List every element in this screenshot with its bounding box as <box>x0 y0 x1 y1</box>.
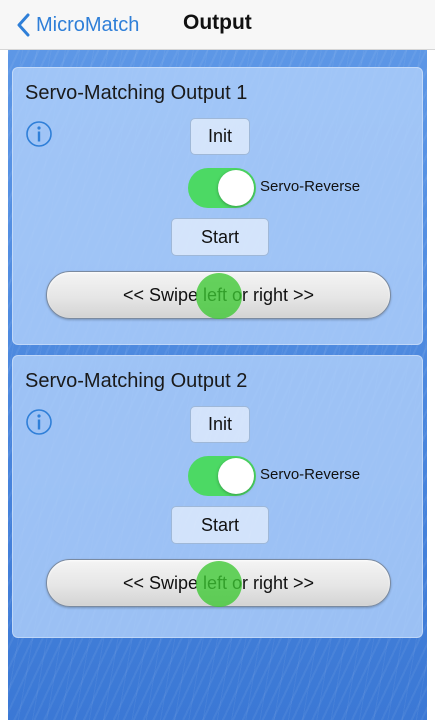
page-title: Output <box>183 11 252 34</box>
chevron-left-icon <box>17 13 30 37</box>
swipe-slider-knob[interactable] <box>196 561 242 607</box>
servo-reverse-toggle[interactable] <box>188 456 256 496</box>
back-button[interactable]: MicroMatch <box>16 8 139 42</box>
navigation-bar: MicroMatch Output <box>0 0 435 50</box>
swipe-slider[interactable]: << Swipe left or right >> <box>46 559 391 607</box>
servo-reverse-toggle[interactable] <box>188 168 256 208</box>
output-card-1: Servo-Matching Output 1 Init Servo-Rever… <box>12 67 423 345</box>
toggle-knob <box>218 458 254 494</box>
main-content: Servo-Matching Output 1 Init Servo-Rever… <box>8 50 427 720</box>
toggle-knob <box>218 170 254 206</box>
output-card-2: Servo-Matching Output 2 Init Servo-Rever… <box>12 355 423 638</box>
info-icon[interactable] <box>25 408 53 436</box>
start-button[interactable]: Start <box>171 218 269 256</box>
back-button-label: MicroMatch <box>36 13 140 36</box>
left-margin <box>0 50 8 720</box>
init-button[interactable]: Init <box>190 118 250 155</box>
servo-reverse-label: Servo-Reverse <box>260 178 361 195</box>
right-margin <box>427 50 435 720</box>
init-button[interactable]: Init <box>190 406 250 443</box>
start-button[interactable]: Start <box>171 506 269 544</box>
info-icon[interactable] <box>25 120 53 148</box>
swipe-slider[interactable]: << Swipe left or right >> <box>46 271 391 319</box>
swipe-slider-knob[interactable] <box>196 273 242 319</box>
servo-reverse-label: Servo-Reverse <box>260 466 361 483</box>
card-title: Servo-Matching Output 2 <box>25 370 248 392</box>
card-title: Servo-Matching Output 1 <box>25 82 248 104</box>
